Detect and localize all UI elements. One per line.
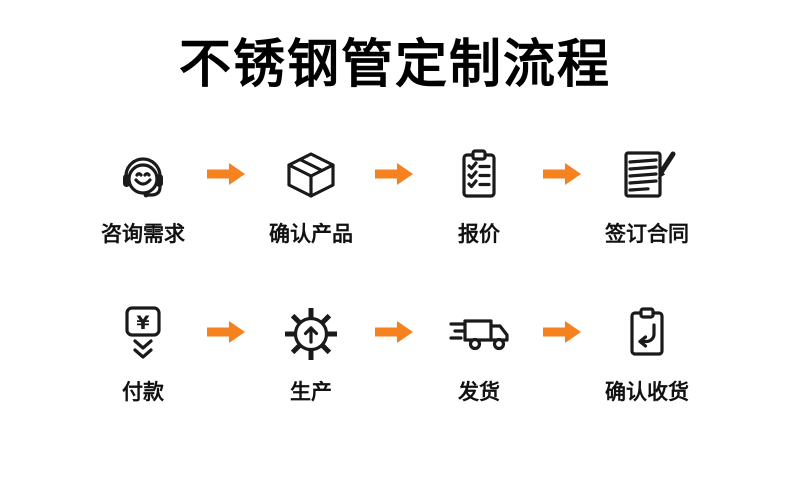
customer-service-headset-icon <box>111 142 175 206</box>
arrow-right-icon <box>207 319 247 345</box>
production-gear-icon <box>279 300 343 364</box>
step-shipping: 发货 <box>423 300 535 406</box>
flow-row-2: ¥ 付款 <box>0 300 790 406</box>
flow-container: 咨询需求 确认产品 <box>0 142 790 406</box>
arrow-right-icon <box>543 161 583 187</box>
step-label: 确认产品 <box>269 221 353 246</box>
flow-row-1: 咨询需求 确认产品 <box>0 142 790 248</box>
quotation-checklist-icon <box>447 142 511 206</box>
step-sign-contract: 签订合同 <box>591 142 703 248</box>
step-label: 确认收货 <box>605 379 689 404</box>
arrow-right-icon <box>207 161 247 187</box>
delivery-truck-icon <box>447 300 511 364</box>
payment-yuan-icon: ¥ <box>111 300 175 364</box>
arrow-right-icon <box>375 319 415 345</box>
step-payment: ¥ 付款 <box>87 300 199 406</box>
step-label: 生产 <box>290 379 332 404</box>
step-consult-needs: 咨询需求 <box>87 142 199 248</box>
arrow-right-icon <box>375 161 415 187</box>
yuan-symbol: ¥ <box>136 312 149 334</box>
step-label: 报价 <box>458 221 500 246</box>
sign-contract-pen-icon <box>615 142 679 206</box>
step-label: 发货 <box>458 379 500 404</box>
package-box-icon <box>279 142 343 206</box>
step-label: 签订合同 <box>605 221 689 246</box>
step-quotation: 报价 <box>423 142 535 248</box>
step-label: 付款 <box>122 379 164 404</box>
arrow-right-icon <box>543 319 583 345</box>
step-confirm-product: 确认产品 <box>255 142 367 248</box>
page-title: 不锈钢管定制流程 <box>178 35 611 95</box>
step-confirm-receipt: 确认收货 <box>591 300 703 406</box>
confirm-receipt-icon <box>615 300 679 364</box>
step-label: 咨询需求 <box>101 221 185 246</box>
step-production: 生产 <box>255 300 367 406</box>
